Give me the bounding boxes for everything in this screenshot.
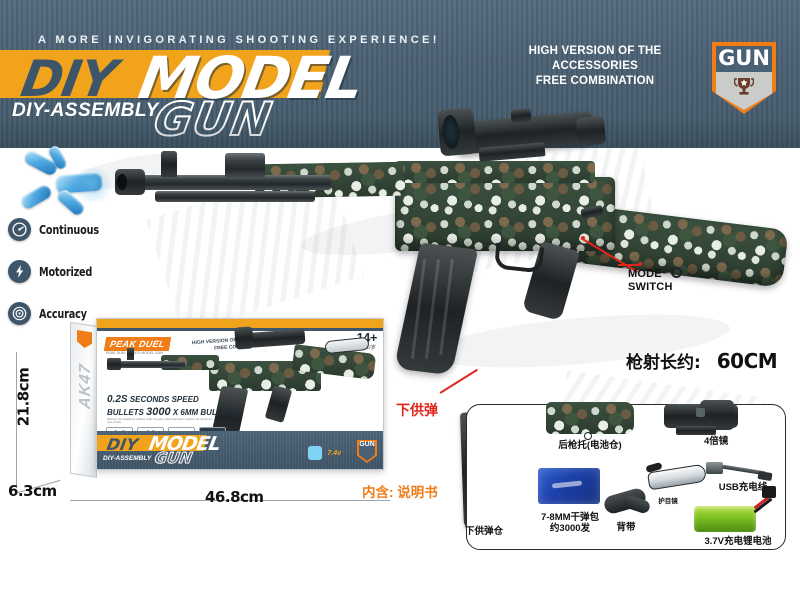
speedometer-icon bbox=[8, 218, 31, 241]
magazine-caption: 下供弹仓 bbox=[464, 526, 503, 537]
box-top-stripe bbox=[97, 319, 383, 328]
box-spec-bullets: BULLETS 3000 X 6MM BULLETS bbox=[107, 406, 237, 418]
bullet-pack-caption-line1: 7-8MM干弹包 bbox=[540, 512, 600, 523]
dimension-depth: 6.3cm bbox=[8, 482, 57, 500]
sling-caption: 背带 bbox=[616, 522, 636, 533]
bullet-glow bbox=[70, 168, 116, 202]
header-subtitle: DIY-ASSEMBLY bbox=[12, 100, 159, 121]
mode-switch-line1: MODE bbox=[628, 268, 662, 280]
scope-eyepiece bbox=[575, 115, 607, 147]
battery-grip-caption: 后枪托(电池仓) bbox=[558, 440, 622, 451]
dimension-line-height bbox=[16, 352, 18, 488]
gun-length-value: 60CM bbox=[716, 349, 778, 373]
battery-icon bbox=[308, 446, 323, 460]
gun-length-text: 枪射长约: bbox=[626, 353, 701, 373]
feature-label: Accuracy bbox=[39, 306, 87, 321]
feature-item-continuous: Continuous bbox=[8, 218, 109, 241]
box-spec-bullets-value: 3000 bbox=[146, 406, 171, 418]
gel-bullet bbox=[18, 182, 54, 212]
battery-connector-icon bbox=[762, 486, 776, 498]
gun-front-sight bbox=[161, 151, 177, 177]
header-tagline: A MORE INVIGORATING SHOOTING EXPERIENCE! bbox=[38, 34, 440, 46]
header-promo-line2: FREE COMBINATION bbox=[535, 75, 655, 87]
box-banner-shield-badge: GUN bbox=[357, 440, 377, 463]
scope-accessory-mount bbox=[676, 426, 716, 435]
gun-badge-label: GUN bbox=[718, 46, 770, 70]
box-front-panel: PEAK DUEL PEAK DUEL SERIES MODEL GUN HIG… bbox=[96, 318, 384, 470]
callout-leader-line bbox=[618, 264, 640, 266]
box-banner-assembly: DIY-ASSEMBLY bbox=[103, 455, 152, 462]
header-promo: HIGH VERSION OF THE ACCESSORIES FREE COM… bbox=[500, 44, 690, 89]
box-shield-fill bbox=[359, 442, 375, 461]
gun-barrel-lower bbox=[155, 191, 315, 202]
box-gun-barrel bbox=[115, 361, 185, 368]
battery-image bbox=[694, 506, 756, 532]
gun-gas-block bbox=[225, 153, 265, 179]
box-side-panel: AK47 bbox=[70, 321, 97, 478]
box-spec-speed: 0.2S SECONDS SPEED bbox=[107, 394, 199, 405]
scope-accessory-turret bbox=[696, 408, 705, 417]
box-bottom-banner: DIY MODEL GUN DIY-ASSEMBLY 7.4v GUN bbox=[97, 431, 383, 469]
gun-shield-badge: GUN bbox=[712, 42, 776, 114]
box-brand-badge: PEAK DUEL bbox=[103, 337, 171, 351]
gel-bullets-cluster bbox=[10, 144, 130, 220]
box-shield-label: GUN bbox=[359, 441, 375, 448]
scope-turret bbox=[510, 108, 532, 123]
target-icon bbox=[8, 302, 31, 325]
dimension-line-width bbox=[70, 500, 390, 502]
main-product-image bbox=[95, 95, 795, 376]
box-gun-muzzle bbox=[107, 358, 121, 370]
scope-accessory-objective bbox=[700, 400, 734, 430]
gun-dust-cover bbox=[395, 161, 595, 183]
scope-caption: 4倍镜 bbox=[704, 436, 729, 447]
usb-connector-icon bbox=[706, 462, 723, 474]
feature-label: Continuous bbox=[39, 222, 99, 237]
battery-grip-loop-icon bbox=[584, 432, 592, 440]
box-gun-front-sight bbox=[127, 348, 134, 360]
box-banner-voltage: 7.4v bbox=[327, 449, 341, 457]
box-gun-scope-objective bbox=[234, 326, 254, 350]
dimension-width: 46.8cm bbox=[205, 488, 264, 506]
goggles-caption: 护目镜 bbox=[658, 498, 678, 505]
gun-trigger-guard bbox=[493, 242, 545, 274]
muzzle-bore bbox=[117, 174, 127, 190]
box-spec-bullets-text: X 6MM BULLETS bbox=[172, 408, 238, 417]
feature-item-accuracy: Accuracy bbox=[8, 302, 109, 325]
battery-grip-image bbox=[546, 402, 634, 434]
feature-item-motorized: Motorized bbox=[8, 260, 109, 283]
header-banner: A MORE INVIGORATING SHOOTING EXPERIENCE!… bbox=[0, 0, 800, 148]
box-banner-diy: DIY bbox=[105, 435, 140, 454]
mode-switch-line2: SWITCH bbox=[628, 281, 673, 293]
box-spec-speed-text: SECONDS SPEED bbox=[129, 395, 199, 404]
feature-label: Motorized bbox=[39, 264, 93, 279]
gun-barrel bbox=[131, 175, 331, 190]
box-side-model-text: AK47 bbox=[77, 362, 94, 410]
feed-annotation: 下供弹 bbox=[396, 402, 438, 418]
box-banner-gun: GUN bbox=[153, 449, 194, 468]
box-side-shield-icon bbox=[77, 330, 92, 349]
feature-list: Continuous Motorized Accuracy bbox=[8, 218, 109, 344]
lightning-bolt-icon bbox=[8, 260, 31, 283]
retail-box: AK47 PEAK DUEL PEAK DUEL SERIES MODEL GU… bbox=[58, 318, 398, 488]
box-brand-sub: PEAK DUEL SERIES MODEL GUN bbox=[106, 351, 163, 355]
bullet-pack-caption-line2: 约3000发 bbox=[549, 523, 591, 534]
gun-length-label: 枪射长约: 60CM bbox=[626, 348, 778, 373]
usb-cable-caption: USB充电线 bbox=[718, 482, 768, 493]
dimension-height: 21.8cm bbox=[14, 367, 33, 427]
mode-switch-callout: MODE SWITCH bbox=[628, 268, 673, 294]
box-fine-print: Warning: Not suitable for children under… bbox=[107, 418, 212, 425]
bullet-pack-caption: 7-8MM干弹包 约3000发 bbox=[528, 512, 612, 534]
trophy-icon bbox=[734, 78, 754, 95]
box-spec-bullets-prefix: BULLETS bbox=[107, 408, 144, 417]
box-banner-icons: 7.4v bbox=[308, 446, 341, 460]
header-promo-line1: HIGH VERSION OF THE ACCESSORIES bbox=[528, 45, 662, 72]
includes-annotation: 内含: 说明书 bbox=[362, 485, 438, 500]
battery-caption: 3.7V充电锂电池 bbox=[704, 536, 772, 547]
box-spec-speed-value: 0.2S bbox=[107, 394, 128, 405]
gun-receiver bbox=[395, 177, 615, 251]
callout-end-dot bbox=[638, 262, 642, 266]
